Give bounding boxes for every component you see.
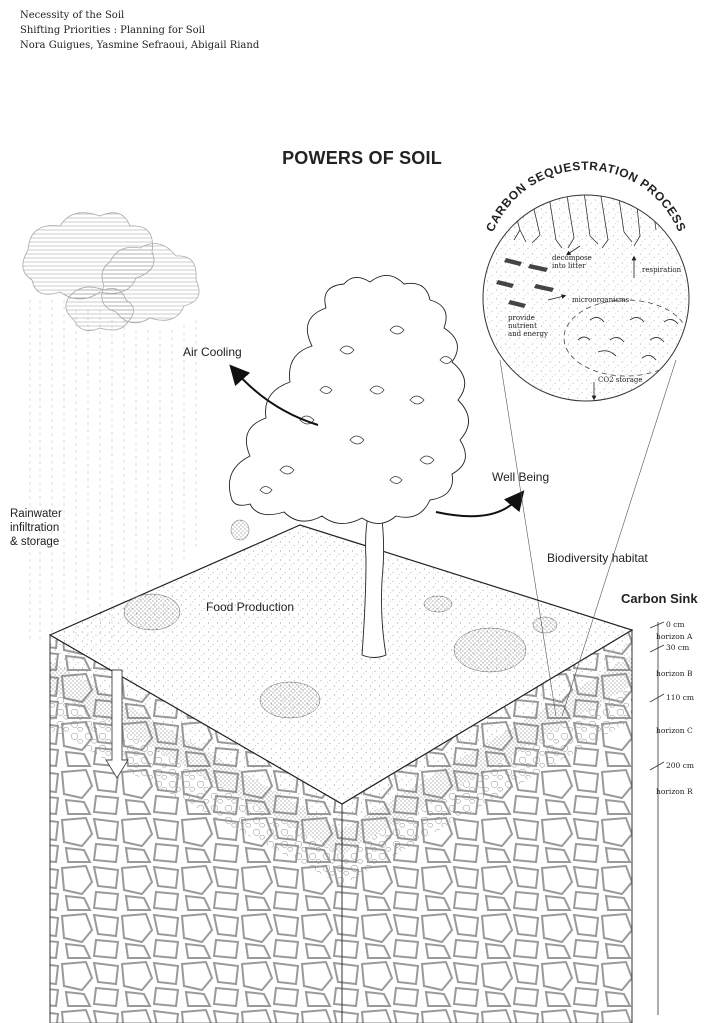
soil-block [48, 519, 634, 1023]
provide-line-2: nutrient [508, 322, 537, 330]
scale-110cm: 110 cm [666, 693, 695, 702]
rainwater-label: Rainwater infiltration & storage [10, 507, 62, 549]
scale-200cm: 200 cm [666, 761, 695, 770]
scale-horizon-c: horizon C [656, 726, 693, 735]
carbon-sink-title: Carbon Sink [621, 591, 698, 606]
air-cooling-arrow [229, 364, 319, 426]
well-being-arrow [435, 490, 525, 518]
tree [228, 275, 469, 658]
callout-line-left [499, 359, 557, 717]
rainwater-line-2: infiltration [10, 522, 60, 534]
carbon-circle: CARBON SEQUESTRATION PROCESS [482, 159, 690, 402]
well-being-label: Well Being [492, 470, 550, 484]
provide-line-1: provide [508, 314, 535, 322]
rain [29, 300, 197, 640]
rainwater-line-1: Rainwater [10, 508, 62, 520]
page-title: POWERS OF SOIL [282, 148, 442, 168]
decompose-label: decompose into litter [552, 254, 592, 270]
microorganisms-label: microorganisms [572, 296, 630, 304]
callout-line-right [561, 359, 677, 717]
scale-30cm: 30 cm [666, 643, 690, 652]
credit-line-2: Shifting Priorities : Planning for Soil [20, 25, 206, 36]
scale-horizon-b: horizon B [656, 669, 693, 678]
scale-horizon-r: horizon R [656, 787, 693, 796]
decompose-line-2: into litter [552, 262, 586, 270]
food-production-label: Food Production [206, 600, 295, 614]
clouds [22, 212, 200, 332]
rainwater-line-3: & storage [10, 536, 60, 548]
biodiversity-label: Biodiversity habitat [547, 551, 648, 565]
provide-label: provide nutrient and energy [508, 314, 548, 338]
provide-line-3: and energy [508, 330, 548, 338]
respiration-label: respiration [642, 266, 682, 274]
co2-storage-label: CO2 storage [598, 376, 643, 384]
decompose-line-1: decompose [552, 254, 592, 262]
infiltration-arrow [105, 669, 129, 779]
scale-horizon-a: horizon A [656, 632, 693, 641]
credit-line-1: Necessity of the Soil [20, 10, 125, 21]
credit-line-3: Nora Guigues, Yasmine Sefraoui, Abigail … [20, 40, 260, 51]
air-cooling-label: Air Cooling [183, 345, 242, 359]
scale-0cm: 0 cm [666, 620, 685, 629]
carbon-sink-scale [649, 621, 665, 1015]
